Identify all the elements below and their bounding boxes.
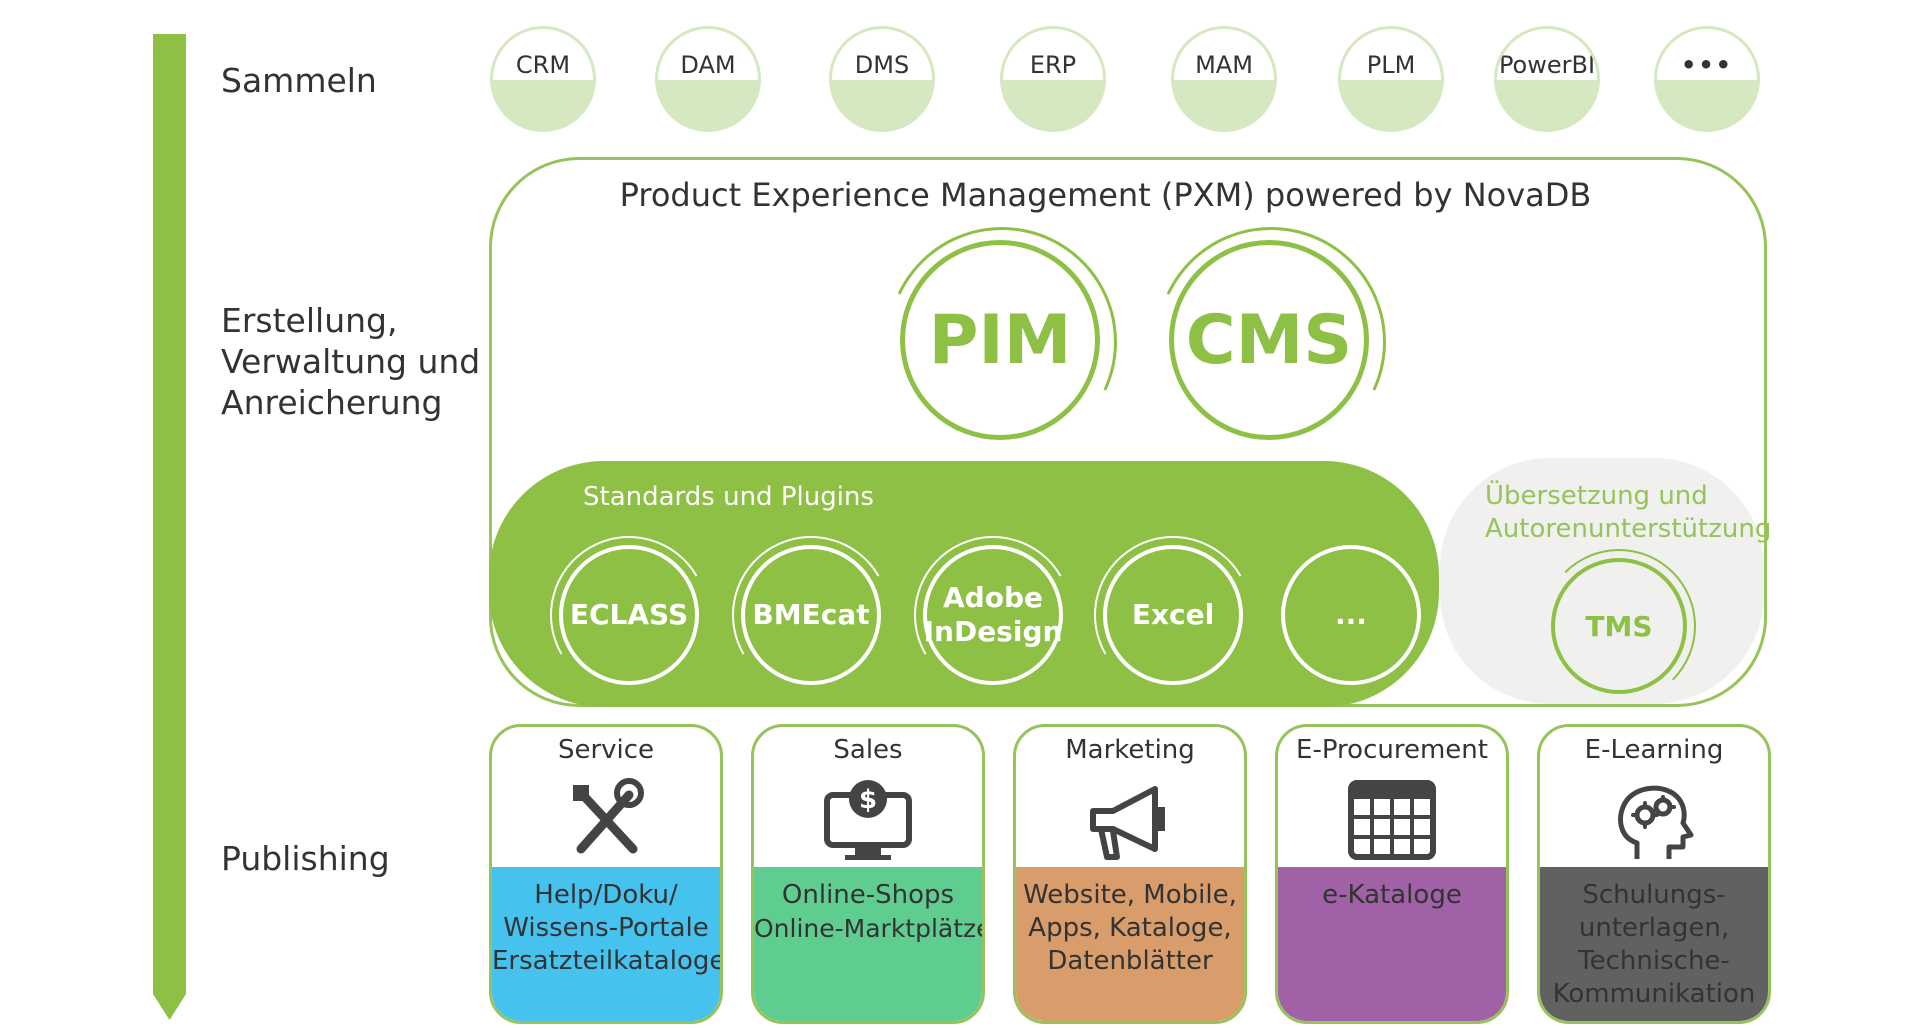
channel-title: Marketing xyxy=(1065,735,1195,765)
plugin-bmecat: BMEcat xyxy=(741,545,881,685)
channel-text-line: Website, Mobile, xyxy=(1023,880,1237,910)
channel-body: Schulungs- unterlagen, Technische- Kommu… xyxy=(1540,867,1768,1021)
source-label: PLM xyxy=(1366,51,1416,79)
channel-text-line: Datenblätter xyxy=(1047,946,1213,976)
source-dam: DAM xyxy=(655,26,761,132)
source-label: PowerBI xyxy=(1498,51,1596,79)
stage-label-collect: Sammeln xyxy=(221,61,377,100)
plugin-more: ... xyxy=(1281,545,1421,685)
source-plm: PLM xyxy=(1338,26,1444,132)
source-more: ••• xyxy=(1654,26,1760,132)
plugin-label: ECLASS xyxy=(569,598,689,631)
pim-circle: PIM xyxy=(900,240,1100,440)
channel-text-line: Ersatzteilkataloge xyxy=(492,946,723,976)
channel-body: Help/Doku/ Wissens-Portale Ersatzteilkat… xyxy=(492,867,720,1021)
channel-card-marketing: Marketing Website, Mobile, Apps, Katalog… xyxy=(1013,724,1247,1024)
stage-label-create-line: Verwaltung und xyxy=(221,342,481,381)
cms-circle: CMS xyxy=(1169,240,1369,440)
channel-text-line: Schulungs- xyxy=(1582,880,1726,910)
source-label: DMS xyxy=(854,51,910,79)
monitor-dollar-icon: $ xyxy=(824,780,912,860)
svg-text:$: $ xyxy=(859,785,877,815)
source-label: CRM xyxy=(515,51,571,79)
stage-label-create-line: Erstellung, xyxy=(221,301,398,340)
tools-icon xyxy=(573,778,644,854)
plugin-label: BMEcat xyxy=(752,598,870,631)
plugin-eclass: ECLASS xyxy=(559,545,699,685)
pxm-title: Product Experience Management (PXM) powe… xyxy=(619,176,1592,214)
channel-title: E-Procurement xyxy=(1296,735,1488,765)
stage-label-publish: Publishing xyxy=(221,839,390,878)
channel-text-line: e-Kataloge xyxy=(1322,880,1462,910)
megaphone-icon xyxy=(1090,786,1165,860)
stage-label-create-line: Anreicherung xyxy=(221,383,443,422)
channel-title: Sales xyxy=(833,735,903,765)
source-label: MAM xyxy=(1195,51,1253,79)
plugin-label: InDesign xyxy=(923,615,1063,648)
tms-ring xyxy=(1542,549,1696,703)
channel-body: Online-Shops Online-Marktplätze xyxy=(754,867,982,1021)
channel-card-elearning: E-Learning Schulungs- unterlagen, Techni… xyxy=(1537,724,1771,1024)
source-mam: MAM xyxy=(1171,26,1277,132)
channel-body: Website, Mobile, Apps, Kataloge, Datenbl… xyxy=(1016,867,1244,1021)
translation-title: Übersetzung und Autorenunterstützung xyxy=(1485,480,1771,546)
channel-title: E-Learning xyxy=(1584,735,1724,765)
plugin-excel: Excel xyxy=(1103,545,1243,685)
channel-card-eprocurement: E-Procurement e-Kataloge xyxy=(1275,724,1509,1024)
tms-circle: TMS xyxy=(1551,558,1687,694)
translation-title-line: Autorenunterstützung xyxy=(1485,514,1772,544)
plugin-label: ... xyxy=(1335,598,1367,631)
translation-title-line: Übersetzung und xyxy=(1485,481,1708,511)
plugins-title: Standards und Plugins xyxy=(583,482,874,512)
calendar-grid-icon xyxy=(1348,780,1436,860)
source-dms: DMS xyxy=(829,26,935,132)
process-arrow xyxy=(153,34,186,1020)
stage-label-create: Erstellung, Verwaltung und Anreicherung xyxy=(221,300,480,423)
plugin-label: Adobe xyxy=(943,581,1043,614)
source-label: ERP xyxy=(1029,51,1077,79)
channel-text-line: Technische- xyxy=(1578,946,1730,976)
source-powerbi: PowerBI xyxy=(1494,26,1600,132)
channel-text-line: Online-Marktplätze xyxy=(754,914,985,943)
source-label: DAM xyxy=(680,51,736,79)
channel-text-line: Online-Shops xyxy=(781,880,955,910)
channel-text-line: Help/Doku/ xyxy=(534,880,678,910)
head-gears-icon xyxy=(1618,785,1694,859)
plugin-label: Excel xyxy=(1131,598,1215,631)
source-crm: CRM xyxy=(490,26,596,132)
channel-card-sales: Sales $ Online-Shops Online-Marktplätze xyxy=(751,724,985,1024)
plugin-indesign: Adobe InDesign xyxy=(923,545,1063,685)
source-label: ••• xyxy=(1680,51,1734,79)
channel-text-line: Apps, Kataloge, xyxy=(1028,913,1232,943)
channel-text-line: unterlagen, xyxy=(1578,913,1730,943)
channel-text-line: Kommunikation xyxy=(1552,979,1756,1009)
channel-title: Service xyxy=(557,735,655,765)
channel-body: e-Kataloge xyxy=(1278,867,1506,1021)
source-erp: ERP xyxy=(1000,26,1106,132)
channel-text-line: Wissens-Portale xyxy=(503,913,709,943)
channel-card-service: Service Help/Doku/ Wissens-Portale Ersat… xyxy=(489,724,723,1024)
